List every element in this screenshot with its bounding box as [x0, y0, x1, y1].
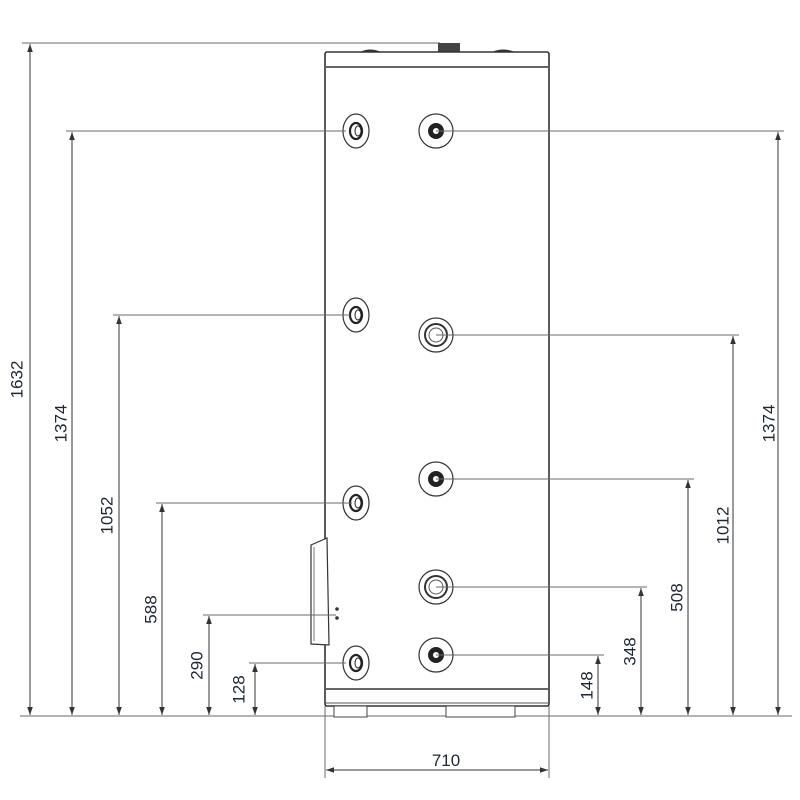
dimension-left-290: 290	[187, 614, 336, 715]
sensor-dot	[335, 607, 339, 611]
dimension-right-148: 148	[436, 654, 604, 715]
dimension-label: 1052	[97, 497, 116, 535]
dimension-label: 128	[229, 675, 248, 703]
tank	[310, 43, 550, 718]
tank-body	[324, 51, 550, 707]
sensor-dot	[335, 616, 339, 620]
dimension-right-508: 508	[436, 478, 694, 715]
top-fitting-center	[438, 43, 460, 52]
dimension-label: 1374	[51, 405, 70, 443]
dimension-label: 148	[577, 671, 596, 699]
dimension-overall-height: 1632	[7, 44, 33, 715]
dimension-right-1012: 1012	[436, 334, 739, 715]
dimension-right-348: 348	[436, 586, 647, 715]
dimension-left-588: 588	[141, 502, 352, 715]
width-dimension: 710	[324, 706, 550, 778]
dimension-right-upper: 1374	[436, 130, 784, 715]
connection-ports	[342, 113, 454, 681]
dimension-label: 290	[187, 651, 206, 679]
dimension-left-1052: 1052	[97, 314, 350, 715]
dimension-lines: 1632 1374 1052 588 290 128 1374 1012 508 348 148	[7, 44, 784, 715]
foot-right	[445, 705, 516, 718]
foot-left	[333, 705, 368, 718]
dimension-label: 508	[667, 583, 686, 611]
dimension-left-128: 128	[229, 662, 346, 715]
port-left	[342, 113, 370, 149]
dimension-label: 588	[141, 595, 160, 623]
dimension-label: 1632	[7, 361, 26, 399]
dimension-label: 348	[620, 637, 639, 665]
control-panel	[310, 537, 330, 646]
port-left	[342, 645, 370, 681]
dimension-label: 1012	[713, 507, 732, 545]
dimension-left-upper: 1374	[51, 130, 346, 715]
dimension-label: 1374	[759, 405, 778, 443]
width-label: 710	[432, 751, 460, 770]
